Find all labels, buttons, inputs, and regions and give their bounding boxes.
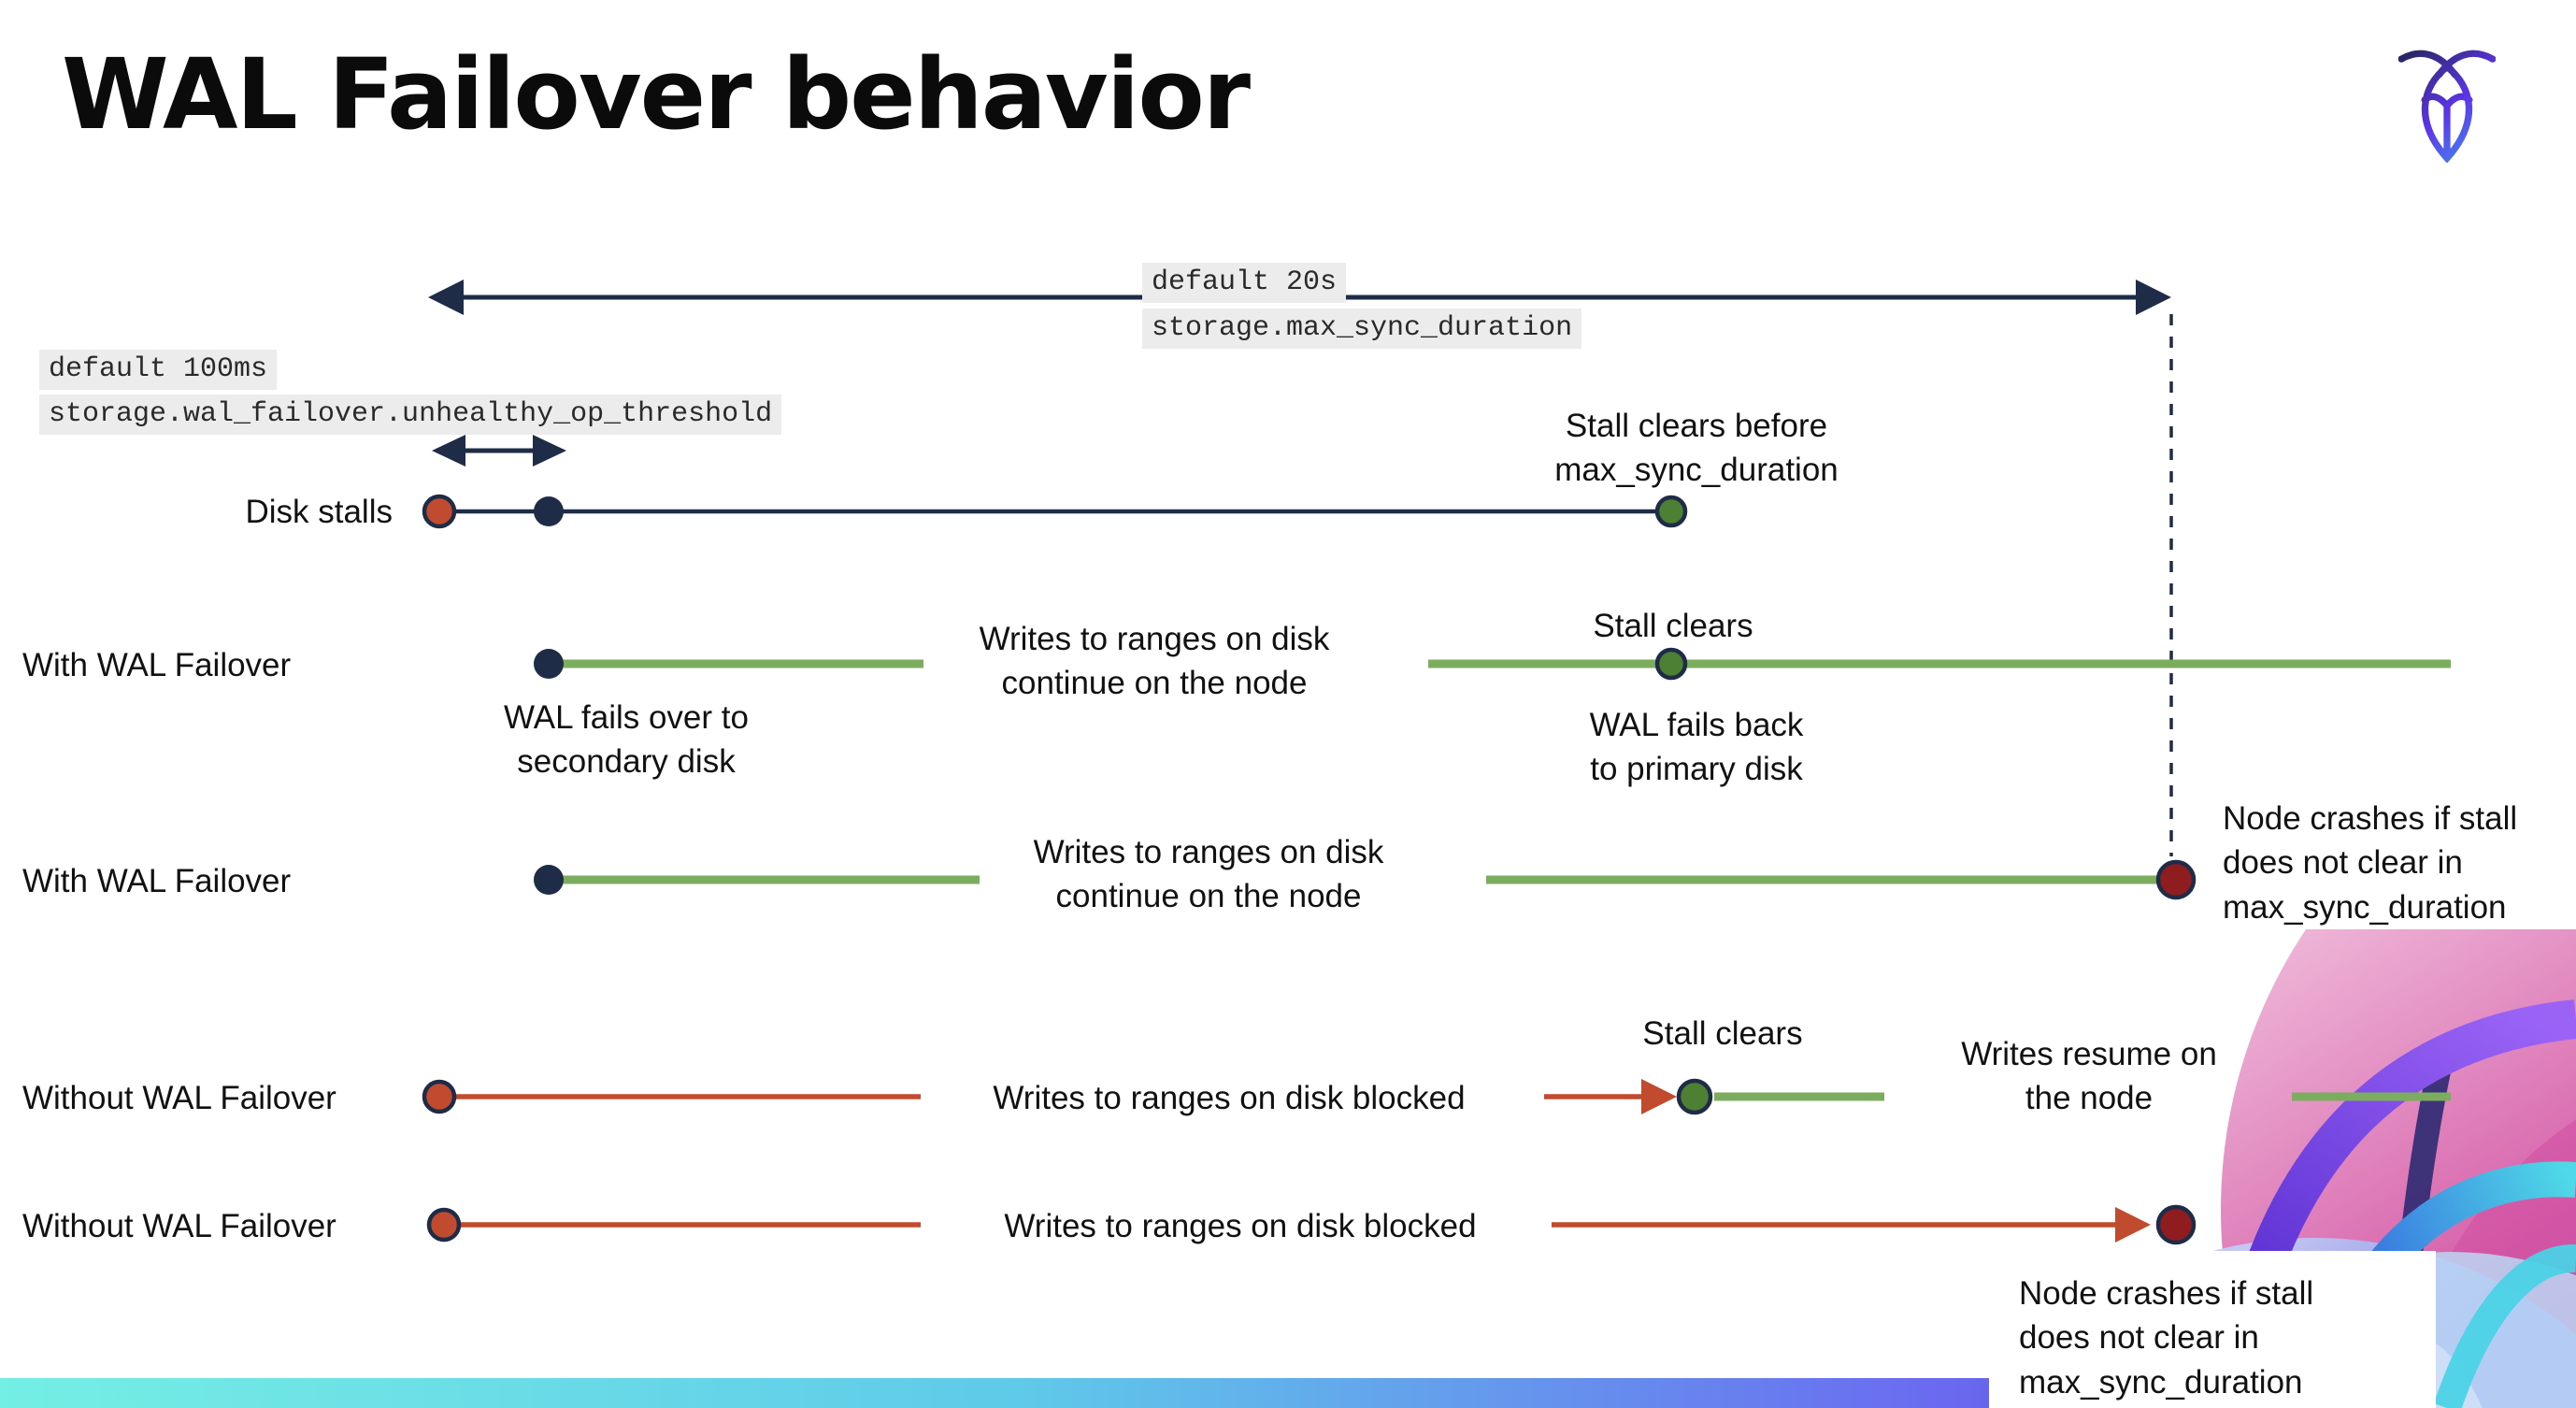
stall-start-dot bbox=[426, 1207, 462, 1243]
annotation-stall-clears-before: Stall clears before max_sync_duration bbox=[1554, 408, 1839, 489]
art-cyan-arc bbox=[2433, 1243, 2576, 1408]
annotation-node-crashes-1: Node crashes if stall does not clear in … bbox=[2223, 800, 2518, 926]
logo-body bbox=[2421, 62, 2473, 163]
row-label-with-wal-failover-1: With WAL Failover bbox=[22, 647, 292, 683]
annotation-wal-fails-over: WAL fails over to secondary disk bbox=[504, 699, 749, 781]
row-with-wal-failover-1 bbox=[534, 647, 2451, 681]
annotation-writes-continue-2: Writes to ranges on disk continue on the… bbox=[1033, 834, 1384, 915]
annotation-writes-blocked-1: Writes to ranges on disk blocked bbox=[993, 1080, 1466, 1116]
stall-clear-dot bbox=[1654, 495, 1688, 528]
max-sync-default-label: default 20s bbox=[1142, 263, 1347, 303]
unhealthy-op-threshold-arrow bbox=[432, 435, 566, 467]
max-sync-setting-label: storage.max_sync_duration bbox=[1142, 309, 1582, 349]
row-label-disk-stalls: Disk stalls bbox=[245, 494, 393, 530]
stall-clear-dot bbox=[1654, 647, 1688, 681]
row-disk-stalls bbox=[422, 494, 1688, 529]
cockroachdb-logo-icon bbox=[2398, 50, 2496, 163]
arrowhead-right-icon bbox=[533, 435, 566, 467]
node-crash-dot bbox=[2155, 859, 2197, 900]
row-label-with-wal-failover-2: With WAL Failover bbox=[22, 863, 292, 899]
annotation-writes-resume: Writes resume on the node bbox=[1961, 1036, 2217, 1117]
row-label-without-wal-failover-1: Without WAL Failover bbox=[22, 1080, 336, 1116]
failover-dot bbox=[534, 865, 564, 895]
annotation-wal-fails-back: WAL fails back to primary disk bbox=[1589, 707, 1804, 788]
node-crash-dot bbox=[2155, 1204, 2197, 1245]
arrowhead-right-icon bbox=[2136, 280, 2171, 315]
logo-arm-right bbox=[2443, 93, 2473, 109]
annotation-stall-clears-2: Stall clears bbox=[1642, 1015, 1803, 1052]
row-with-wal-failover-2 bbox=[534, 859, 2197, 900]
failover-dot bbox=[534, 649, 564, 679]
row-without-wal-failover-1 bbox=[422, 1078, 2451, 1115]
annotation-stall-clears-1: Stall clears bbox=[1593, 608, 1753, 644]
row-label-without-wal-failover-2: Without WAL Failover bbox=[22, 1208, 336, 1244]
stall-clear-dot bbox=[1676, 1078, 1713, 1115]
annotation-writes-continue-1: Writes to ranges on disk continue on the… bbox=[979, 621, 1330, 702]
unhealthy-op-setting-label: storage.wal_failover.unhealthy_op_thresh… bbox=[39, 395, 782, 435]
arrowhead-left-icon bbox=[432, 435, 465, 467]
arrowhead-right-icon bbox=[2115, 1207, 2151, 1243]
node-crash-callout: Node crashes if stall does not clear in … bbox=[1989, 1251, 2436, 1408]
stall-start-dot bbox=[422, 494, 457, 529]
threshold-dot bbox=[534, 496, 564, 526]
annotation-writes-blocked-2: Writes to ranges on disk blocked bbox=[1004, 1208, 1477, 1244]
unhealthy-op-default-label: default 100ms bbox=[39, 350, 278, 390]
arrowhead-left-icon bbox=[428, 280, 464, 315]
arrowhead-right-icon bbox=[1641, 1079, 1677, 1114]
stall-start-dot bbox=[422, 1079, 457, 1114]
row-without-wal-failover-2 bbox=[426, 1204, 2197, 1245]
annotation-node-crashes-2: Node crashes if stall does not clear in … bbox=[2019, 1275, 2314, 1401]
page-title: WAL Failover behavior bbox=[62, 37, 1251, 151]
